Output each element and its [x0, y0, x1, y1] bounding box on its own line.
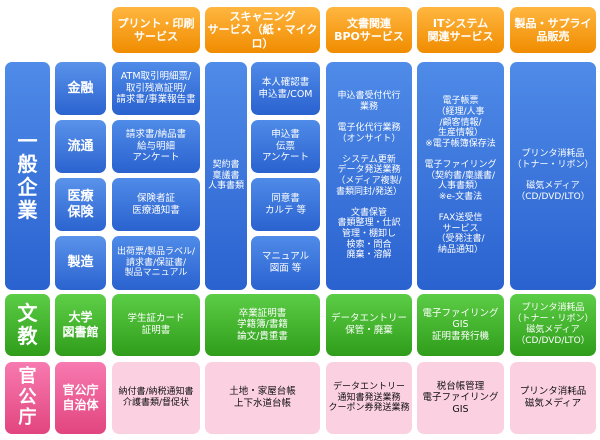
- row-label-public-office: 官公庁 自治体: [55, 362, 106, 434]
- cell-government-it: 税台帳管理 電子ファイリング GIS: [417, 362, 504, 434]
- row-label-distribution: 流通: [55, 120, 106, 173]
- cell-it-general: 電子帳票 （経理/人事 /顧客情報/ 生産情報） ※電子帳簿保存法 電子ファイリ…: [417, 62, 504, 290]
- cell-scan-finance: 本人確認書 申込書/COM: [251, 62, 320, 115]
- header-document-bpo-service: 文書関連 BPOサービス: [326, 7, 412, 53]
- header-it-system-service: ITシステム 関連サービス: [417, 7, 504, 53]
- cell-education-it: 電子ファイリング GIS 証明書発行機: [417, 294, 504, 356]
- row-label-medical-insurance: 医療 保険: [55, 178, 106, 231]
- cell-education-scan: 卒業証明書 学籍簿/書籍 論文/貴重書: [205, 294, 320, 356]
- cell-print-finance: ATM取引明細票/ 取引残高証明/ 請求書/事業報告書: [112, 62, 200, 115]
- cell-government-bpo: データエントリー 通知書発送業務 クーポン券発送業務: [326, 362, 412, 434]
- cell-education-print: 学生証カード 証明書: [112, 294, 200, 356]
- cell-scan-shared-documents: 契約書 稟議書 人事書類: [205, 62, 247, 290]
- section-general-enterprise: 一 般 企 業: [5, 62, 50, 290]
- header-print-service: プリント・印刷 サービス: [112, 7, 200, 53]
- header-scanning-service: スキャニング サービス（紙・マイクロ）: [205, 7, 320, 53]
- cell-government-scan: 土地・家屋台帳 上下水道台帳: [205, 362, 320, 434]
- cell-education-bpo: データエントリー 保管・廃棄: [326, 294, 412, 356]
- cell-government-print: 納付書/納税通知書 介護書類/督促状: [112, 362, 200, 434]
- cell-education-products: プリンタ消耗品 （トナー・リボン） 磁気メディア （CD/DVD/LTO）: [510, 294, 596, 356]
- section-education: 文 教: [5, 294, 50, 356]
- row-label-finance: 金融: [55, 62, 106, 115]
- cell-print-distribution: 請求書/納品書 給与明細 アンケート: [112, 120, 200, 173]
- row-label-manufacturing: 製造: [55, 236, 106, 290]
- cell-scan-distribution: 申込書 伝票 アンケート: [251, 120, 320, 173]
- cell-scan-medical: 同意書 カルテ 等: [251, 178, 320, 231]
- cell-products-general: プリンタ消耗品 （トナー・リボン） 磁気メディア （CD/DVD/LTO）: [510, 62, 596, 290]
- cell-scan-manufacturing: マニュアル 図面 等: [251, 236, 320, 290]
- section-government: 官 公 庁: [5, 362, 50, 434]
- cell-bpo-general: 申込書受付代行 業務 電子化代行業務 （オンサイト） システム更新 データ発送業…: [326, 62, 412, 290]
- row-label-university-library: 大学 図書館: [55, 294, 106, 356]
- header-products-supplies: 製品・サプライ 品販売: [510, 7, 596, 53]
- cell-print-medical: 保険者証 医療通知書: [112, 178, 200, 231]
- cell-print-manufacturing: 出荷票/製品ラベル/ 請求書/保証書/ 製品マニュアル: [112, 236, 200, 290]
- cell-government-products: プリンタ消耗品 磁気メディア: [510, 362, 596, 434]
